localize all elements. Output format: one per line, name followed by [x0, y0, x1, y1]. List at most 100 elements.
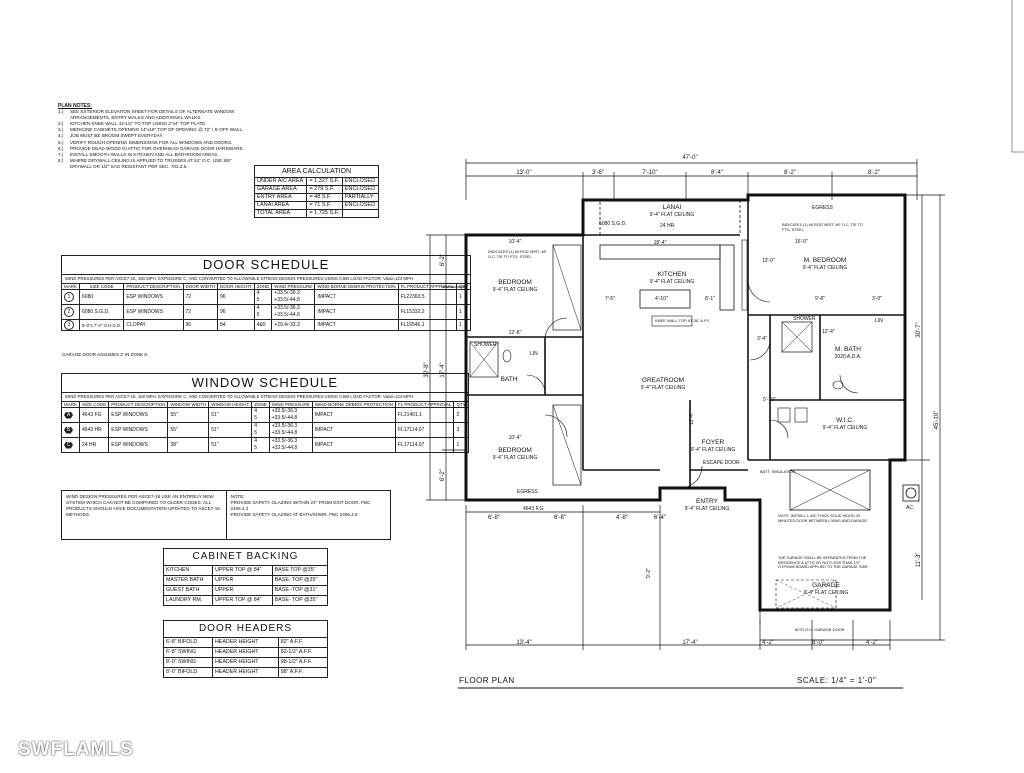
svg-text:18'-4": 18'-4" — [654, 240, 667, 246]
safety-note: PROVIDE SAFETY GLAZING AT BATH/SHWR. FBC… — [230, 512, 358, 517]
svg-text:16'-0": 16'-0" — [795, 239, 808, 245]
dimension: 30'-7" — [916, 322, 922, 337]
wind-design-note-table: WIND DESIGN PRESSURES PER ASCE7-16 USE A… — [61, 490, 391, 540]
svg-text:9'-4" FLAT CEILING: 9'-4" FLAT CEILING — [691, 447, 736, 453]
svg-text:12'-4": 12'-4" — [822, 329, 835, 335]
dimension: 11'-3" — [916, 553, 922, 568]
watermark-logo: SWFLAMLS — [18, 739, 134, 760]
door-schedule-title: DOOR SCHEDULE — [60, 255, 472, 275]
area-calculation-table: AREA CALCULATION UNDER A/C AREA= 1,327 S… — [253, 165, 380, 218]
knee-wall-label: KNEE WALL TOP AT 36" A.F.F. — [655, 318, 710, 323]
svg-text:5'-10": 5'-10" — [763, 397, 776, 403]
room-name-master-bedroom: M. BEDROOM — [804, 257, 847, 264]
room-name-bath: BATH — [501, 376, 518, 383]
wind-design-note: WIND DESIGN PRESSURES PER ASCE7-16 USE A… — [61, 490, 227, 540]
svg-text:10'-4": 10'-4" — [509, 239, 522, 245]
egress-label: EGRESS — [812, 205, 834, 211]
svg-text:12'-4": 12'-4" — [689, 412, 695, 425]
dimension: 17'-4" — [440, 362, 446, 377]
svg-text:9'-4" FLAT CEILING: 9'-4" FLAT CEILING — [685, 506, 730, 512]
garage-door-label: 8070 O.H. GARAGE DOOR — [795, 627, 845, 632]
rebar-note: INDICATES (1) #5 ROD VERT. 48" O.C. TIE … — [488, 250, 547, 259]
garage-separation-note: THE GARAGE SHALL BE SEPARATED FROM THE R… — [778, 556, 868, 570]
room-name-wic: W.I.C. — [836, 417, 854, 424]
room-name-entry: ENTRY — [696, 498, 719, 505]
door-schedule-table: DOOR SCHEDULE WIND PRESSURES PER ASCE7-1… — [60, 255, 472, 331]
plan-note: KITCHEN KNEE WALL 42-1/2" TO TOP USING 2… — [70, 121, 207, 127]
svg-text:9'-4" FLAT CEILING: 9'-4" FLAT CEILING — [803, 265, 848, 271]
window-label: 4643 F.G. — [523, 506, 545, 512]
svg-text:3'-0": 3'-0" — [872, 296, 882, 302]
room-name-greatroom: GREATROOM — [642, 377, 684, 384]
room-name-foyer: FOYER — [702, 439, 725, 446]
plan-note: JOB MUST BE BROOM SWEPT EVERYDAY. — [70, 133, 164, 139]
shower-label: SHOWER — [474, 342, 497, 348]
svg-text:7'-5": 7'-5" — [605, 296, 615, 302]
svg-text:9'-4" FLAT CEILING: 9'-4" FLAT CEILING — [650, 212, 695, 218]
ac-label: AC — [906, 505, 913, 511]
svg-text:3'-4": 3'-4" — [757, 336, 767, 342]
plan-note: WHERE DRYWALL CEILING IS APPLIED TO TRUS… — [70, 157, 232, 169]
door-label: 6080 S.G.D. — [599, 221, 627, 227]
dimension: 4'-2" — [762, 640, 774, 646]
dimension: 3'-6" — [592, 170, 604, 176]
egress-label: EGRESS — [517, 489, 539, 495]
dimension: 7'-10" — [642, 170, 657, 176]
safety-note-title: NOTE: — [230, 494, 245, 499]
plan-note: VERIFY ROUGH OPENING DIMENSIONS FOR ALL … — [70, 139, 233, 145]
window-schedule-title: WINDOW SCHEDULE — [61, 373, 469, 393]
dimension: 8'-0" — [812, 640, 824, 646]
svg-text:9'-4" FLAT CEILING: 9'-4" FLAT CEILING — [641, 385, 686, 391]
svg-text:9'-8": 9'-8" — [815, 296, 825, 302]
svg-text:12'-8": 12'-8" — [509, 330, 522, 336]
svg-text:8'-1": 8'-1" — [705, 296, 715, 302]
svg-text:13'-0": 13'-0" — [762, 258, 775, 264]
table-row: TOTAL AREA= 1,725 S.F. — [253, 209, 380, 218]
plan-note: MEDICINE CABINETS OPENING 14"x18" TOP OF… — [70, 127, 244, 133]
plan-notes: PLAN NOTES: 1.)SEE EXTERIOR ELEVATION SH… — [58, 103, 250, 170]
scale-label: SCALE: 1/4" = 1'-0" — [797, 676, 877, 685]
window-label: 24 HR — [660, 223, 675, 229]
dimension: 6'-8" — [554, 515, 566, 521]
svg-text:9'-4" FLAT CEILING: 9'-4" FLAT CEILING — [493, 455, 538, 461]
dimension: 4'-2" — [866, 640, 878, 646]
svg-text:10'-4": 10'-4" — [509, 435, 522, 441]
dimension-left-total: 39'-8" — [424, 362, 430, 377]
escape-door-label: ESCAPE DOOR — [703, 460, 740, 466]
room-name-bedroom: BEDROOM — [498, 279, 532, 286]
dimension: 8'-2" — [784, 170, 796, 176]
plan-note: PROVIDE DEAD WOOD IN ATTIC FOR OVERHEAD … — [70, 145, 244, 151]
dimension: 6'-2" — [440, 254, 446, 266]
plan-note: INSTALL SMOOTH WALLS IN KITCHEN AND ALL … — [70, 151, 219, 157]
dimension-right-total: 45'-10" — [934, 411, 940, 430]
svg-text:9'-2": 9'-2" — [646, 568, 652, 578]
room-name-garage: GARAGE — [812, 582, 840, 589]
safety-note: PROVIDE SAFETY GLAZING WITHIN 24" FROM E… — [230, 500, 371, 511]
window-schedule-table: WINDOW SCHEDULE WIND PRESSURES PER ASCE7… — [60, 373, 469, 453]
dimension: 8'-2" — [868, 170, 880, 176]
dimension: 13'-0" — [516, 170, 531, 176]
dimension: 13'-4" — [516, 640, 531, 646]
table-row: LAUNDRY RM.UPPER TOP @ 84"BASE- TOP @35" — [162, 595, 329, 606]
door-schedule-footnote: GARAGE DOOR ASSUMES 2' IN ZONE 5. — [62, 352, 149, 357]
plan-notes-title: PLAN NOTES: — [58, 103, 92, 109]
linen-label: LIN — [530, 351, 538, 357]
svg-text:9'-4" FLAT CEILING: 9'-4" FLAT CEILING — [493, 287, 538, 293]
room-name-kitchen: KITCHEN — [658, 271, 687, 278]
batt-insulation-label: BATT. INSULATION — [760, 469, 796, 474]
dimension: 17'-4" — [682, 640, 697, 646]
dimension: 8'-4" — [711, 170, 723, 176]
door-schedule-note: WIND PRESSURES PER ASCE7-16, 160 MPH, EX… — [60, 274, 472, 284]
dimension: 6'-4" — [654, 515, 666, 521]
dimension: 4'-8" — [616, 515, 628, 521]
room-name-bedroom: BEDROOM — [498, 447, 532, 454]
